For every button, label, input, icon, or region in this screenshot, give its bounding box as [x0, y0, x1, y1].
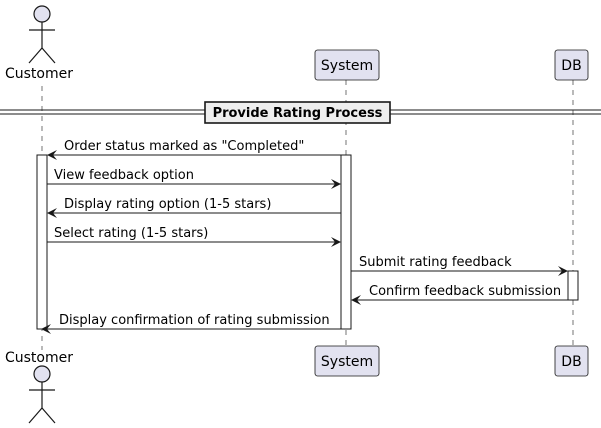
- message-label: Order status marked as "Completed": [64, 139, 304, 154]
- participant-label-customer-top: Customer: [5, 66, 73, 82]
- message-6: Confirm feedback submission: [351, 284, 568, 305]
- participant-db-top: DB: [554, 49, 589, 81]
- message-label: Submit rating feedback: [359, 255, 512, 270]
- activation-system: [340, 154, 352, 330]
- divider-title: Provide Rating Process: [213, 106, 383, 121]
- message-label: Select rating (1-5 stars): [54, 226, 208, 241]
- message-1: Order status marked as "Completed": [47, 139, 341, 160]
- participant-label-db-top: DB: [561, 58, 581, 74]
- stick-figure-icon: [28, 365, 56, 424]
- participant-label-system-bottom: System: [321, 354, 373, 370]
- message-4: Select rating (1-5 stars): [47, 226, 341, 247]
- message-7: Display confirmation of rating submissio…: [41, 313, 341, 334]
- participant-label-db-bottom: DB: [561, 354, 581, 370]
- participant-db-bottom: DB: [554, 345, 589, 377]
- message-label: Display confirmation of rating submissio…: [59, 313, 330, 328]
- participant-label-customer-bottom: Customer: [5, 350, 73, 366]
- participant-label-system-top: System: [321, 58, 373, 74]
- message-5: Submit rating feedback: [351, 255, 568, 276]
- message-label: Display rating option (1-5 stars): [64, 197, 271, 212]
- message-3: Display rating option (1-5 stars): [47, 197, 341, 218]
- activation-customer: [36, 154, 48, 330]
- participant-system-top: System: [314, 49, 380, 81]
- actor-customer-top: Customer: [5, 5, 73, 82]
- participant-system-bottom: System: [314, 345, 380, 377]
- activation-db: [567, 270, 579, 301]
- divider-box: [204, 101, 391, 124]
- actor-customer-bottom: Customer: [5, 350, 73, 424]
- message-2: View feedback option: [47, 168, 341, 189]
- message-label: View feedback option: [54, 168, 194, 183]
- stick-figure-icon: [28, 5, 56, 64]
- section-divider: Provide Rating Process: [0, 101, 601, 124]
- message-label: Confirm feedback submission: [369, 284, 561, 299]
